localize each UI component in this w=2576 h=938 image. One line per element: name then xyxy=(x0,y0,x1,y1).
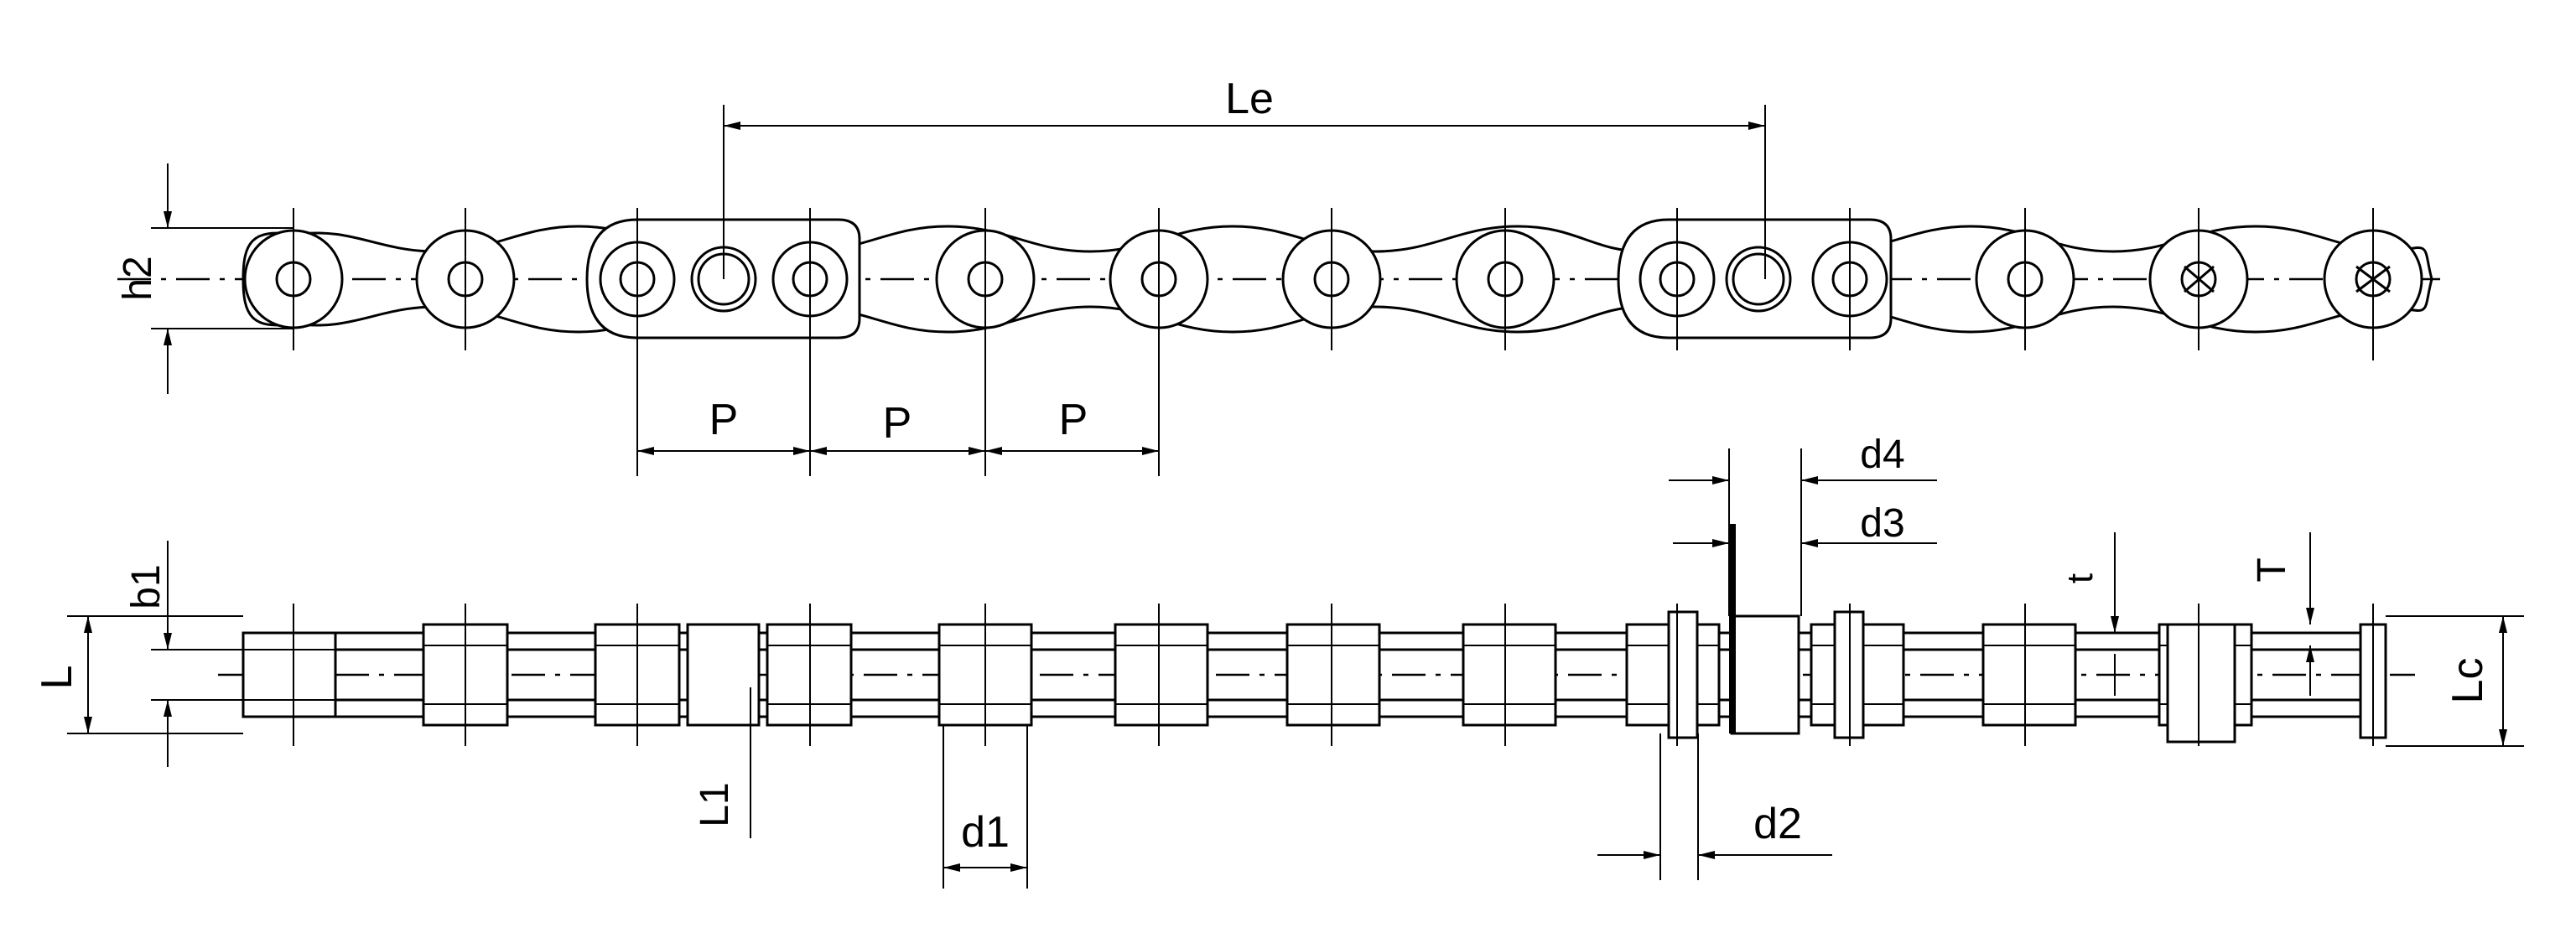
chain-right-end xyxy=(2397,246,2433,312)
dimension-t-big: T xyxy=(2250,532,2314,696)
dimension-b1: b1 xyxy=(124,541,335,767)
label-p1: P xyxy=(709,396,739,444)
pin-ticks-top-view xyxy=(293,604,2374,746)
end-link-left xyxy=(242,631,337,718)
label-le: Le xyxy=(1225,75,1274,123)
link-plates xyxy=(422,623,2253,727)
label-h2: h2 xyxy=(116,256,160,300)
label-d4: d4 xyxy=(1860,433,1904,477)
chain-side-view: Le h2 P P P xyxy=(116,75,2449,476)
attachment-roller xyxy=(1730,614,1800,735)
dimension-pitch: P P P xyxy=(636,350,1160,476)
label-t-small: t xyxy=(2059,573,2101,583)
label-d1: d1 xyxy=(961,808,1010,857)
roller-bosses xyxy=(243,229,2423,329)
label-d2: d2 xyxy=(1753,800,1802,848)
dimension-d2: d2 xyxy=(1597,733,1832,880)
dimension-d1: d1 xyxy=(943,725,1028,889)
dimension-l1: L1 xyxy=(693,687,751,838)
label-b1: b1 xyxy=(124,564,169,609)
dimension-d3: d3 xyxy=(1673,501,1937,547)
dimension-lc: Lc xyxy=(2386,615,2524,747)
label-l: L xyxy=(33,666,81,690)
dimension-l: L xyxy=(33,615,243,734)
dimension-h2: h2 xyxy=(116,163,293,394)
label-p3: P xyxy=(1059,396,1088,444)
dimension-d4: d4 xyxy=(1669,433,1937,616)
label-l1: L1 xyxy=(693,782,737,827)
pin-tick-lines xyxy=(293,208,2374,360)
dimension-t-small: t xyxy=(2059,532,2119,696)
dimension-le: Le xyxy=(723,75,1766,279)
chain-top-view: d4 d3 b1 L L1 xyxy=(33,433,2524,889)
attachment-flange xyxy=(1729,524,1736,733)
label-lc: Lc xyxy=(2444,658,2492,704)
label-d3: d3 xyxy=(1860,501,1904,546)
chain-left-end xyxy=(242,231,294,327)
label-t-big: T xyxy=(2250,557,2294,582)
label-p2: P xyxy=(883,399,912,448)
attachment-hole-right xyxy=(1725,246,1792,313)
